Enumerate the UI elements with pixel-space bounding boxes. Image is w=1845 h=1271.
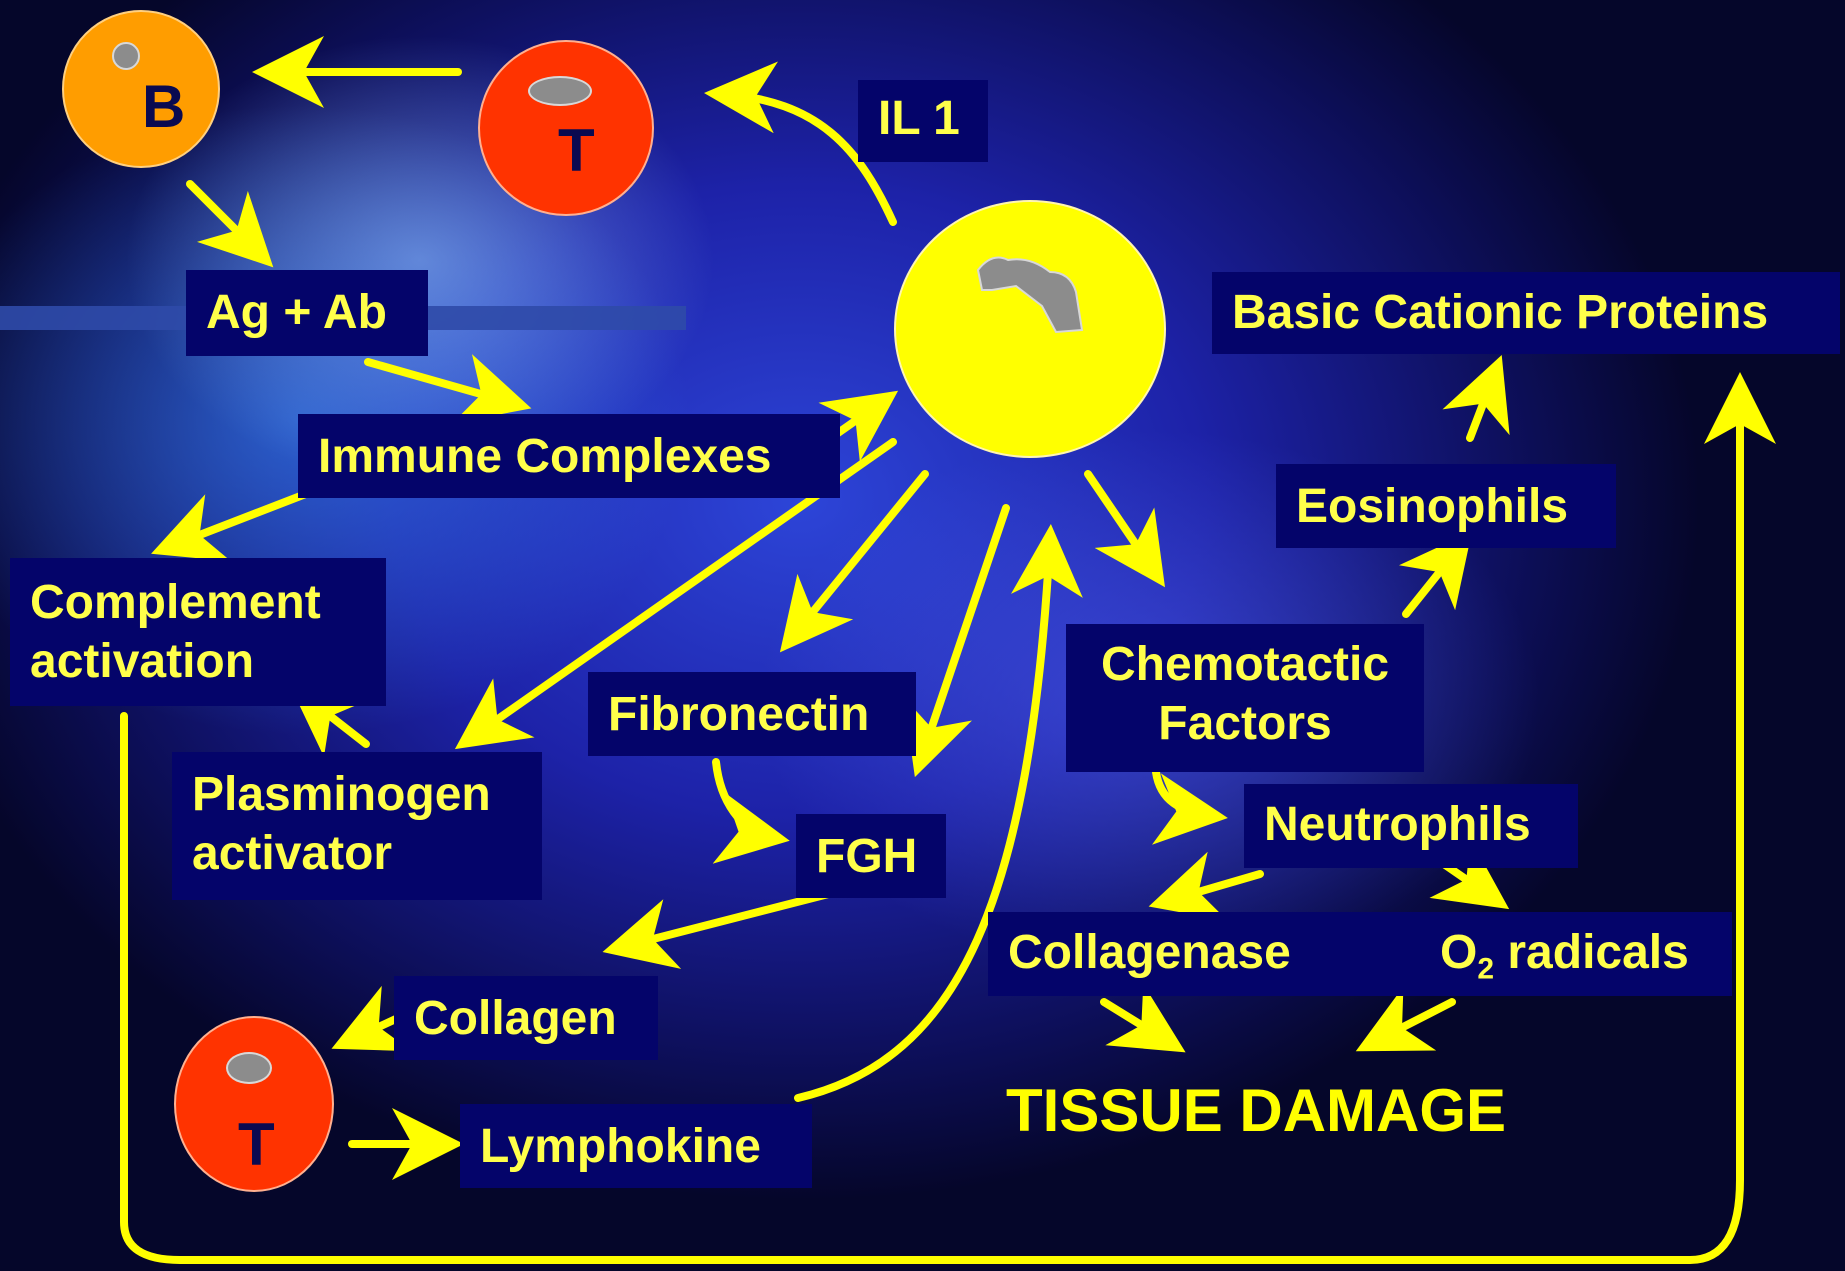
- il1-box: IL 1: [858, 80, 988, 162]
- tissue-damage-label: TISSUE DAMAGE: [1006, 1076, 1506, 1145]
- arrow-o2-to-tissue: [1370, 1002, 1452, 1044]
- b-cell: B: [62, 10, 220, 168]
- fibronectin-box: Fibronectin: [588, 672, 916, 756]
- complement-activation-box: Complement activation: [10, 558, 386, 706]
- collagenase-label: Collagenase: [1008, 926, 1291, 979]
- arrow-collagen-to-t: [346, 1018, 398, 1042]
- lymphokine-box: Lymphokine: [460, 1104, 812, 1188]
- collagen-label: Collagen: [414, 992, 617, 1045]
- eosinophils-box: Eosinophils: [1276, 464, 1616, 548]
- eosinophils-label: Eosinophils: [1296, 480, 1568, 533]
- arrow-chemotactic-to-eosinophils: [1406, 544, 1462, 614]
- arrow-eosinophils-to-bcp: [1470, 370, 1496, 438]
- o2-o: O: [1440, 926, 1477, 979]
- chemotactic-label-line1: Chemotactic: [1066, 636, 1424, 695]
- plasminogen-label-line1: Plasminogen: [192, 766, 542, 825]
- basic-cationic-proteins-box: Basic Cationic Proteins: [1212, 272, 1840, 354]
- ag-ab-box: Ag + Ab: [186, 270, 428, 356]
- lymphokine-label: Lymphokine: [480, 1120, 761, 1173]
- chemotactic-factors-box: Chemotactic Factors: [1066, 624, 1424, 772]
- fgh-box: FGH: [796, 814, 946, 898]
- immune-complexes-label: Immune Complexes: [318, 430, 771, 483]
- o2-radicals-label: O2 radicals: [1440, 924, 1689, 988]
- t-cell-top-nucleus: [528, 76, 592, 106]
- basic-cationic-proteins-label: Basic Cationic Proteins: [1232, 286, 1768, 339]
- t-cell-top: T: [478, 40, 654, 216]
- neutrophils-box: Neutrophils: [1244, 784, 1578, 868]
- b-cell-label: B: [142, 72, 185, 141]
- macrophage-nucleus: [972, 250, 1092, 350]
- macrophage-cell: [894, 200, 1166, 458]
- o2-radicals-text: radicals: [1494, 926, 1689, 979]
- plasminogen-label-line2: activator: [192, 825, 542, 884]
- t-cell-bottom-label: T: [238, 1110, 275, 1179]
- arrow-b-to-agab: [190, 184, 262, 256]
- fibronectin-label: Fibronectin: [608, 688, 869, 741]
- b-cell-nucleus: [112, 42, 140, 70]
- o2-subscript: 2: [1477, 953, 1494, 986]
- collagen-box: Collagen: [394, 976, 658, 1060]
- arrow-chemotactic-to-neutrophils: [1156, 772, 1212, 816]
- collagenase-o2-box: Collagenase O2 radicals: [988, 912, 1732, 996]
- arrow-neutrophils-to-collagenase: [1164, 874, 1260, 902]
- immune-complexes-box: Immune Complexes: [298, 414, 840, 498]
- fgh-label: FGH: [816, 830, 917, 883]
- arrow-immune-to-complement: [166, 490, 316, 548]
- arrow-macrophage-to-chemotactic: [1088, 474, 1156, 574]
- arrow-macrophage-to-fgh: [920, 508, 1006, 762]
- t-cell-top-label: T: [558, 116, 595, 185]
- il1-label: IL 1: [878, 92, 960, 145]
- t-cell-bottom-nucleus: [226, 1052, 272, 1084]
- chemotactic-label-line2: Factors: [1066, 695, 1424, 754]
- arrow-collagenase-to-tissue: [1104, 1002, 1172, 1044]
- neutrophils-label: Neutrophils: [1264, 798, 1531, 851]
- complement-label-line1: Complement: [30, 574, 386, 633]
- ag-ab-label: Ag + Ab: [206, 286, 387, 339]
- t-cell-bottom: T: [174, 1016, 334, 1192]
- arrow-agab-to-immune: [368, 362, 516, 404]
- arrow-fgh-to-collagen: [618, 890, 844, 948]
- plasminogen-activator-box: Plasminogen activator: [172, 752, 542, 900]
- arrow-fibronectin-to-fgh: [716, 762, 774, 838]
- complement-label-line2: activation: [30, 633, 386, 692]
